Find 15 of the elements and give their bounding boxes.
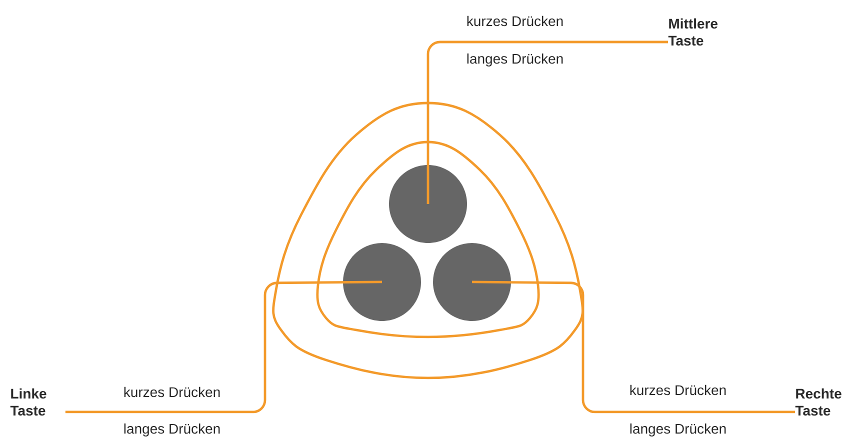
button-circle	[433, 242, 511, 321]
leader-line	[65, 280, 382, 414]
leader-line	[472, 280, 795, 414]
key-label: Mittlere Taste	[668, 18, 718, 46]
key-label: Rechte Taste	[795, 388, 842, 416]
press-label: kurzes Drücken	[124, 386, 220, 398]
press-label: langes Drücken	[124, 423, 220, 436]
press-label: kurzes Drücken	[467, 16, 563, 26]
press-label: kurzes Drücken	[630, 384, 726, 396]
key-label: Linke Taste	[10, 388, 46, 416]
press-label: langes Drücken	[467, 53, 563, 66]
button-circle	[343, 242, 421, 321]
press-label: langes Drücken	[630, 423, 726, 436]
leader-line	[426, 40, 668, 204]
button-circle	[389, 165, 467, 243]
